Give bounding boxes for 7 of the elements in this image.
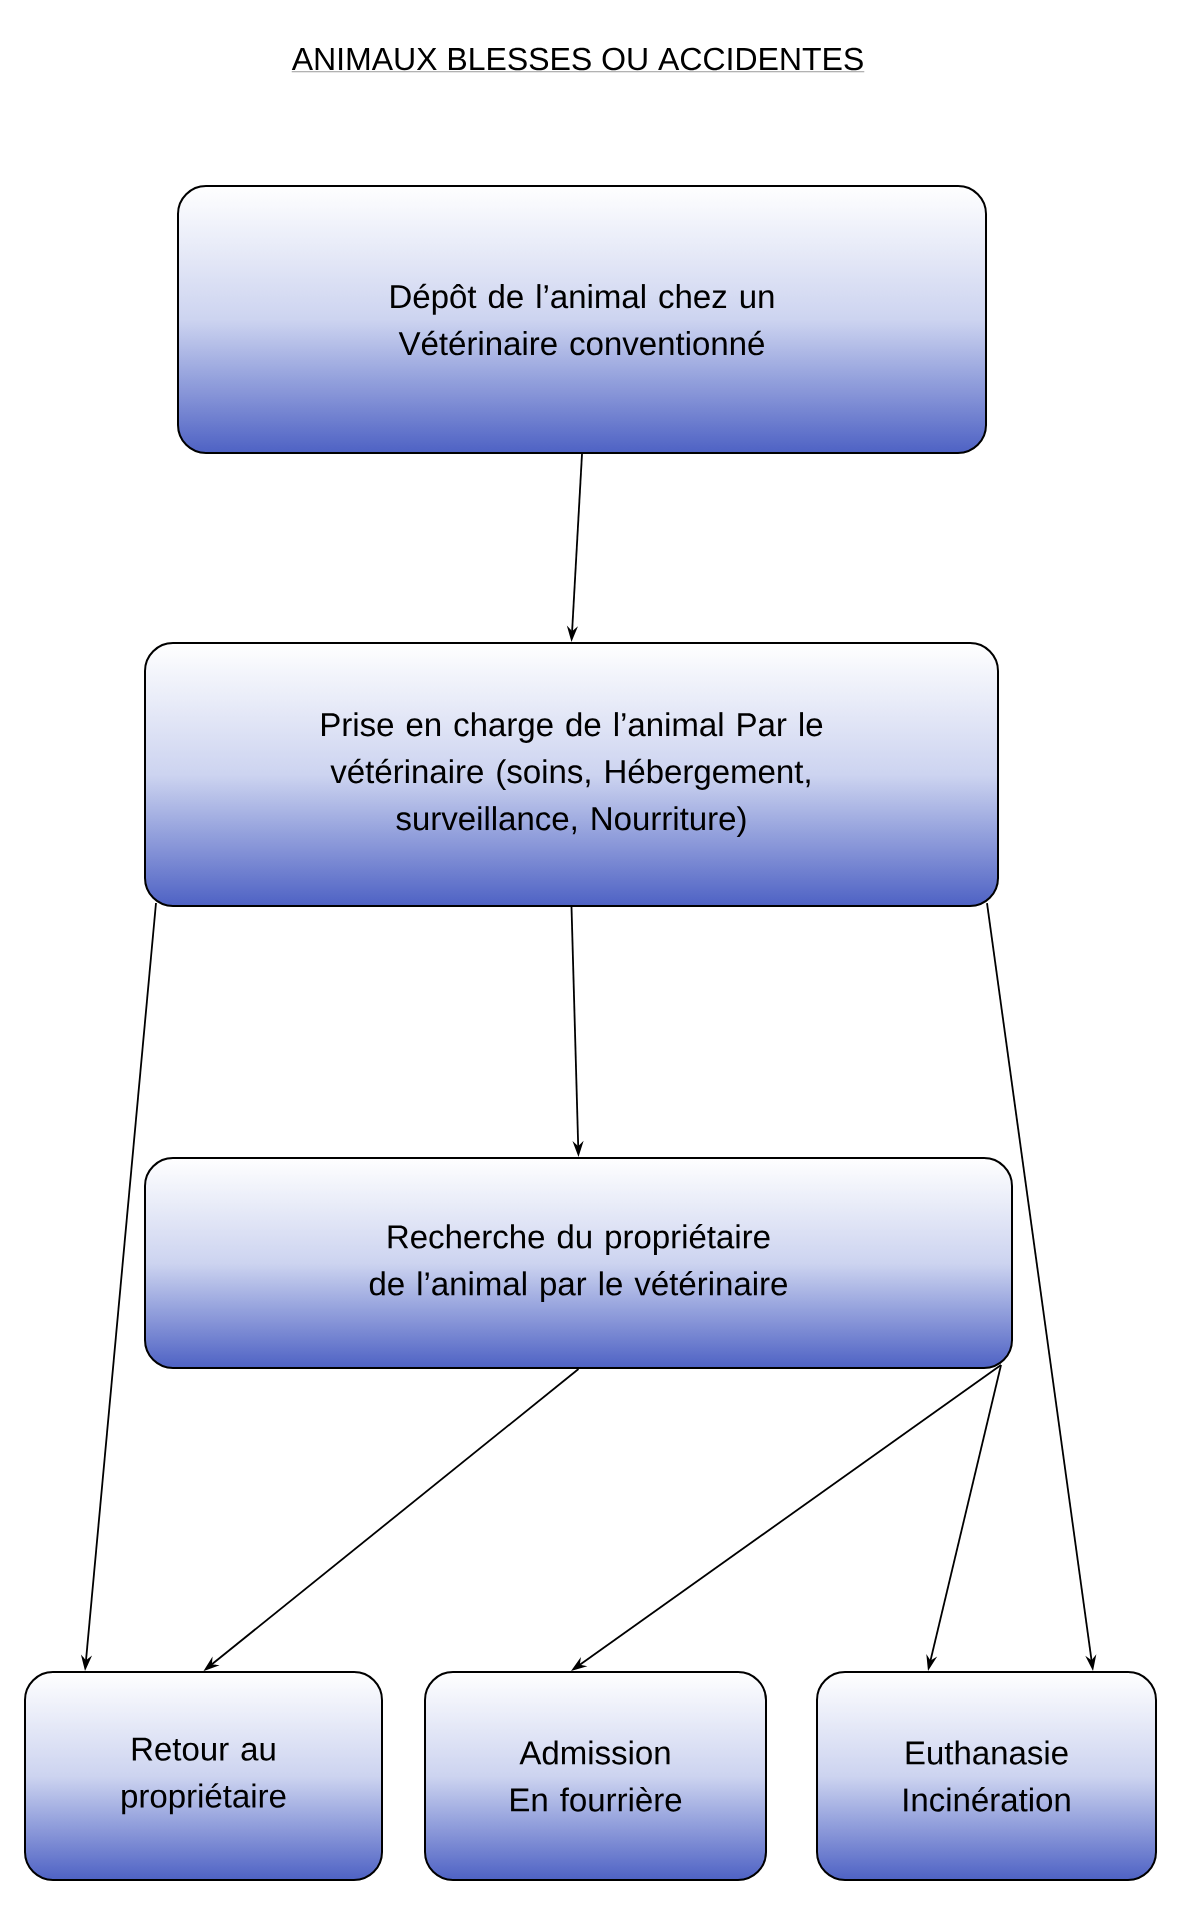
process-box: Retour au propriétaire	[24, 1671, 383, 1881]
process-box: Recherche du propriétaire de l’animal par le vétérinaire	[144, 1157, 1013, 1369]
process-box: Prise en charge de l’animal Par le vétérinaire (soins, Hébergement, surveillance, Nourriture)	[144, 642, 999, 907]
process-box: Euthanasie Incinération	[816, 1671, 1157, 1881]
process-box: Dépôt de l’animal chez un Vétérinaire conventionné	[177, 185, 987, 454]
process-box: Admission En fourrière	[424, 1671, 767, 1881]
title: ANIMAUX BLESSES OU ACCIDENTES	[291, 47, 865, 72]
